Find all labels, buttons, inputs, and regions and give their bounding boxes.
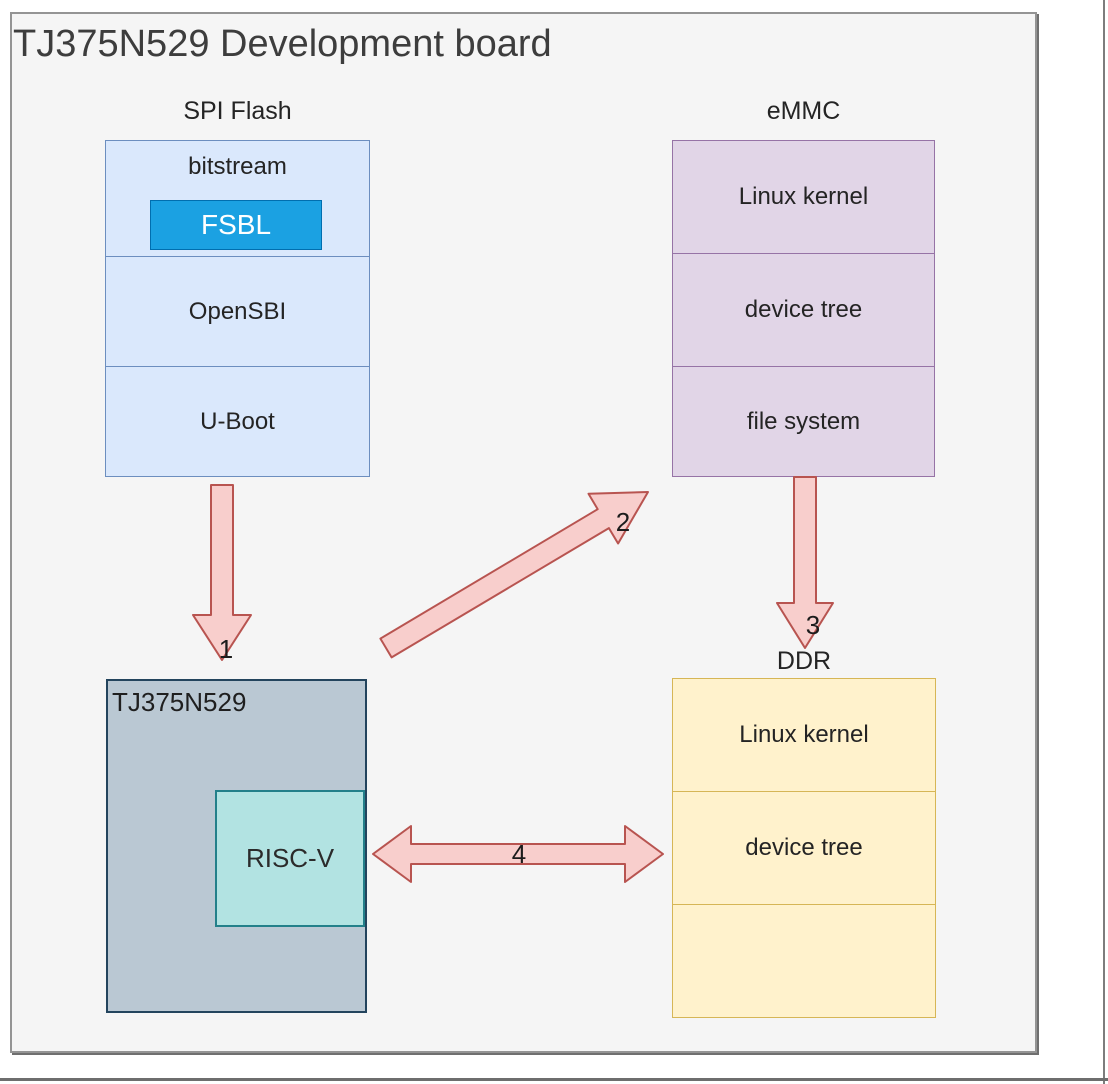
arrow-4-riscv-ddr-icon: [372, 825, 664, 883]
emmc-section-filesystem: file system: [673, 366, 934, 476]
ddr-section-empty: [673, 904, 935, 1017]
spi-section-opensbi: OpenSBI: [106, 256, 369, 366]
ddr-section-devicetree: device tree: [673, 791, 935, 904]
arrow-2-to-emmc-icon: [379, 491, 649, 659]
arrow-3-number: 3: [806, 610, 820, 640]
soc-label: TJ375N529: [112, 687, 247, 717]
arrow-2-number: 2: [616, 507, 630, 537]
arrow-3-emmc-to-ddr-icon: [776, 476, 834, 649]
page-right-border: [1103, 0, 1105, 1084]
diagram-frame: TJ375N529 Development board SPI Flash bi…: [10, 12, 1037, 1053]
spi-section-uboot: U-Boot: [106, 366, 369, 476]
emmc-section-kernel: Linux kernel: [738, 183, 869, 210]
ddr-label: DDR: [776, 647, 832, 675]
page-bottom-border: [0, 1078, 1108, 1081]
soc-block: TJ375N529 RISC-V: [106, 679, 367, 1013]
spi-flash-block: bitstream FSBL OpenSBI U-Boot: [105, 140, 370, 477]
arrow-1-spi-to-soc-icon: [192, 484, 252, 661]
arrow-4-number: 4: [512, 839, 526, 869]
emmc-block: Linux kernel device tree file system: [672, 140, 935, 477]
emmc-label: eMMC: [766, 97, 841, 125]
ddr-section-kernel: Linux kernel: [739, 721, 869, 748]
fsbl-block: FSBL: [150, 200, 322, 250]
ddr-block: Linux kernel device tree: [672, 678, 936, 1018]
bitstream-label: bitstream: [188, 153, 287, 180]
arrow-1-number: 1: [219, 634, 233, 664]
diagram-title: TJ375N529 Development board: [13, 23, 552, 65]
emmc-section-devicetree: device tree: [673, 253, 934, 366]
spi-section-bitstream: bitstream FSBL: [106, 141, 369, 256]
spi-flash-label: SPI Flash: [183, 97, 292, 125]
riscv-core-block: RISC-V: [215, 790, 365, 927]
